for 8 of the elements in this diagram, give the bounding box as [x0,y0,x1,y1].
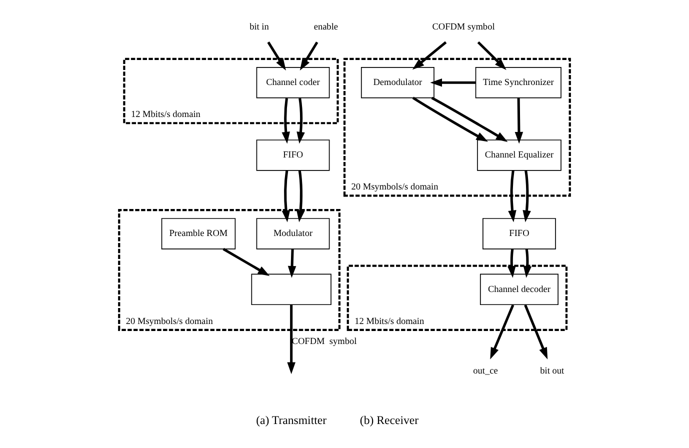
node-text: enable [314,22,338,32]
node-text: bit out [540,366,564,377]
label: (b) Receiver [360,413,419,428]
label: (a) Transmitter [256,413,327,428]
edge-label: COFDM symbol [292,337,357,348]
node-text: out_ce [473,366,498,377]
node-text: COFDM symbol [432,22,495,32]
node-text: bit in [250,22,269,32]
